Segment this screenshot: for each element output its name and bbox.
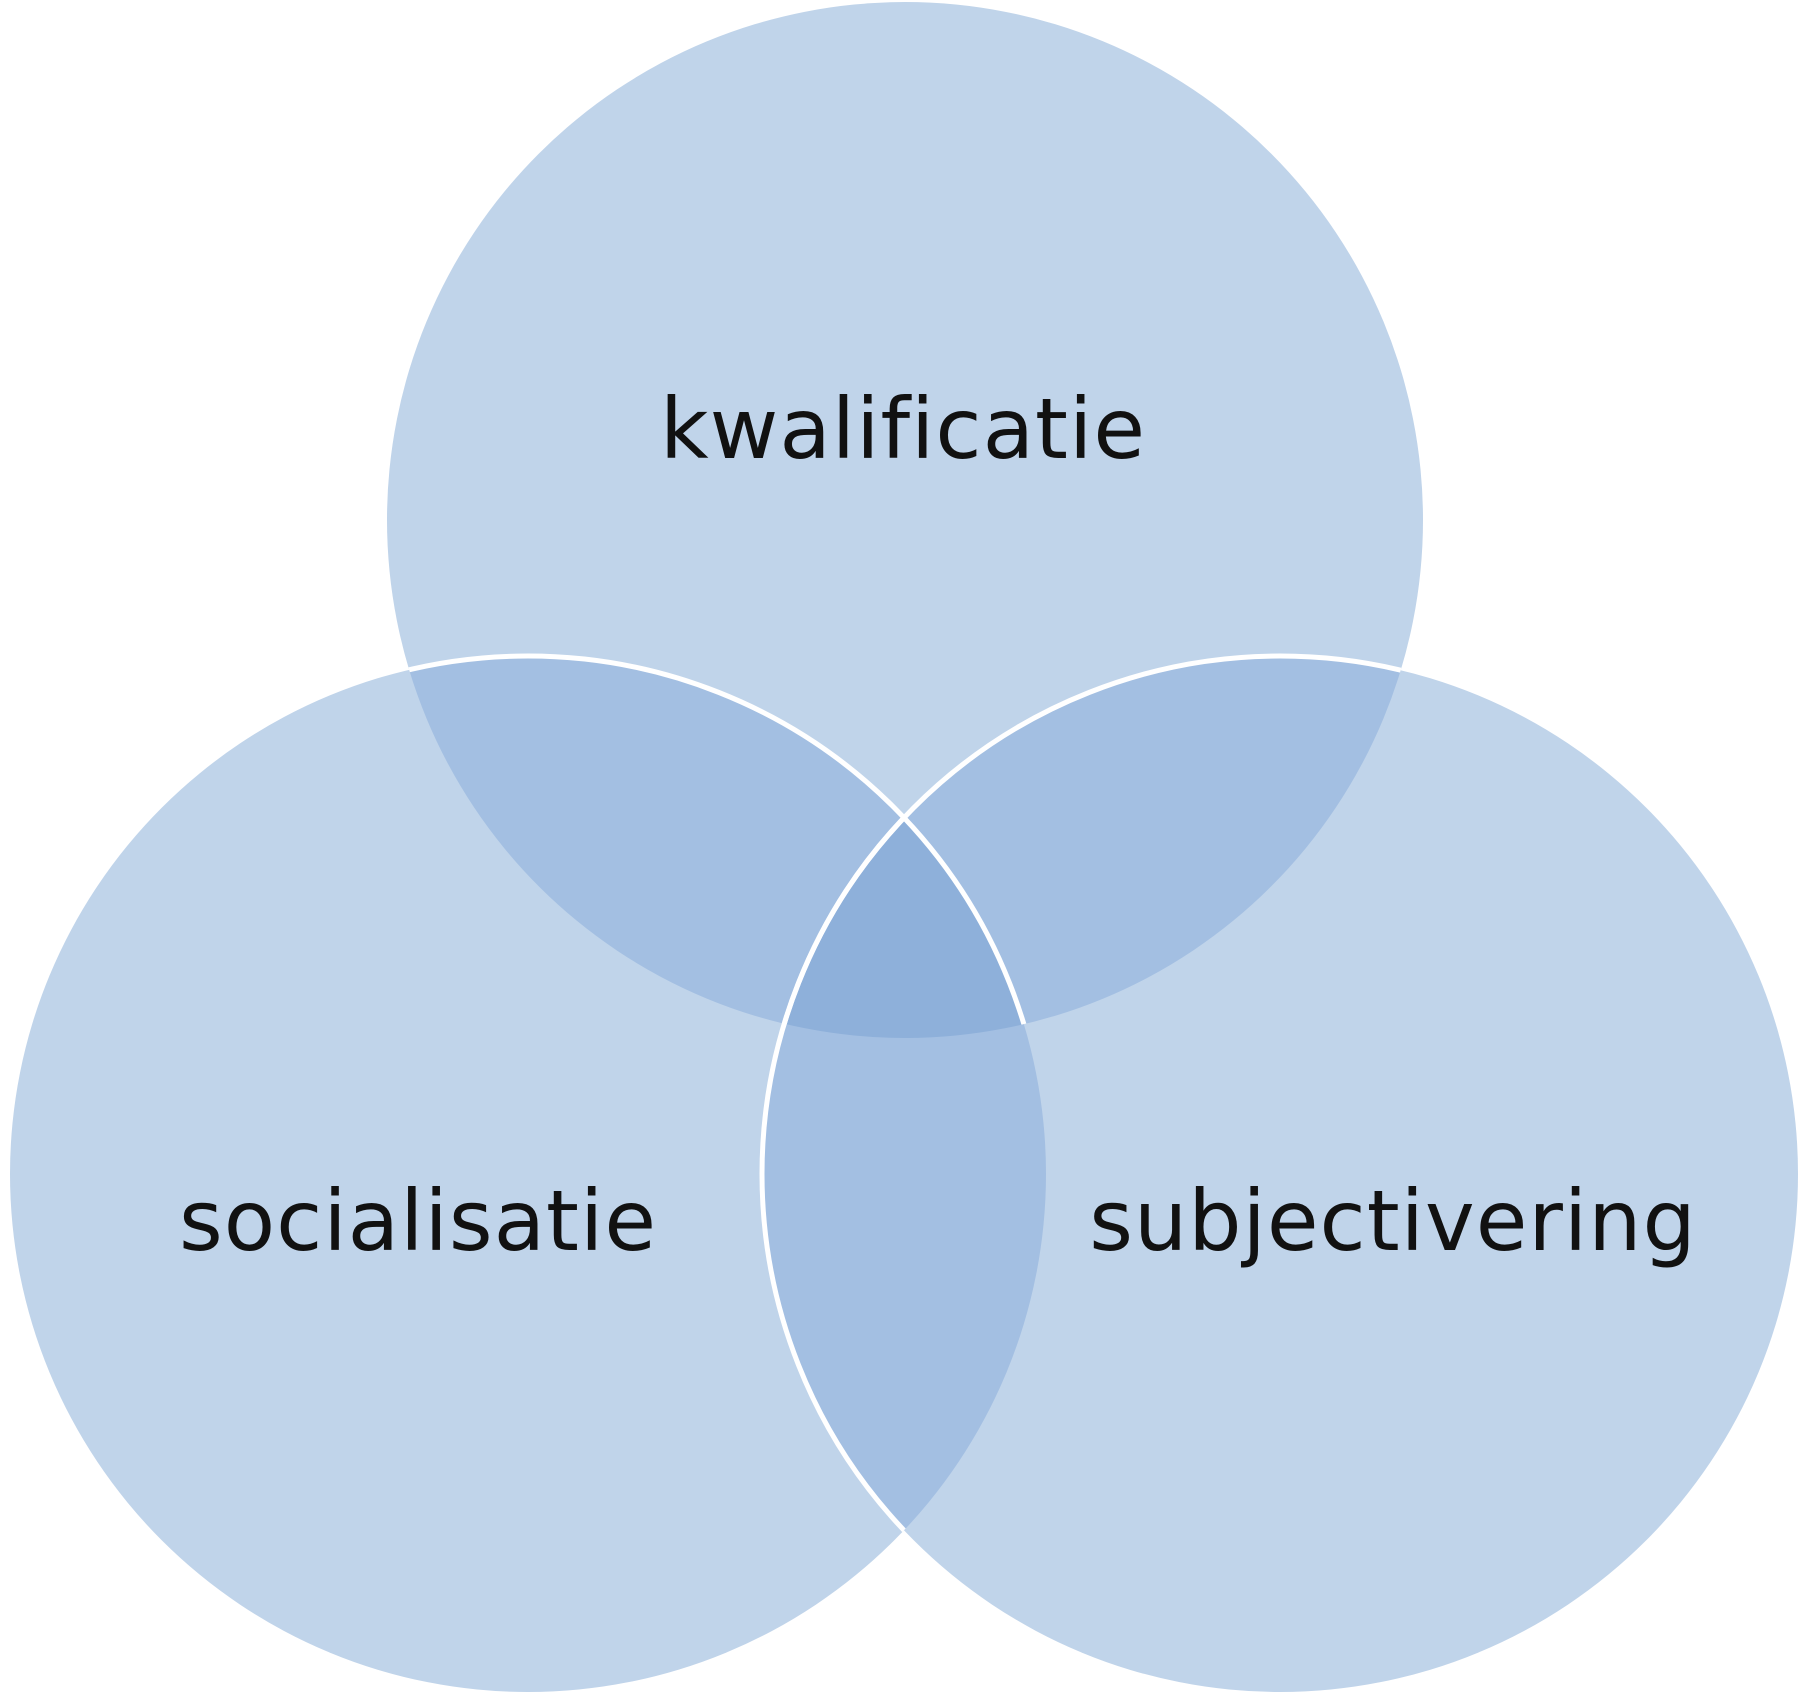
outline-socialisatie xyxy=(387,653,1049,1038)
overlap-kwalificatie-socialisatie xyxy=(387,656,1046,1038)
circle-outlines xyxy=(387,653,1423,1692)
label-socialisatie: socialisatie xyxy=(179,1172,657,1270)
label-subjectivering: subjectivering xyxy=(1089,1172,1697,1270)
outline-subjectivering xyxy=(759,653,1423,1038)
outline-subjectivering-lower xyxy=(759,656,1046,1692)
overlap-kwalificatie-subjectivering xyxy=(762,656,1423,1038)
label-kwalificatie: kwalificatie xyxy=(660,380,1146,478)
